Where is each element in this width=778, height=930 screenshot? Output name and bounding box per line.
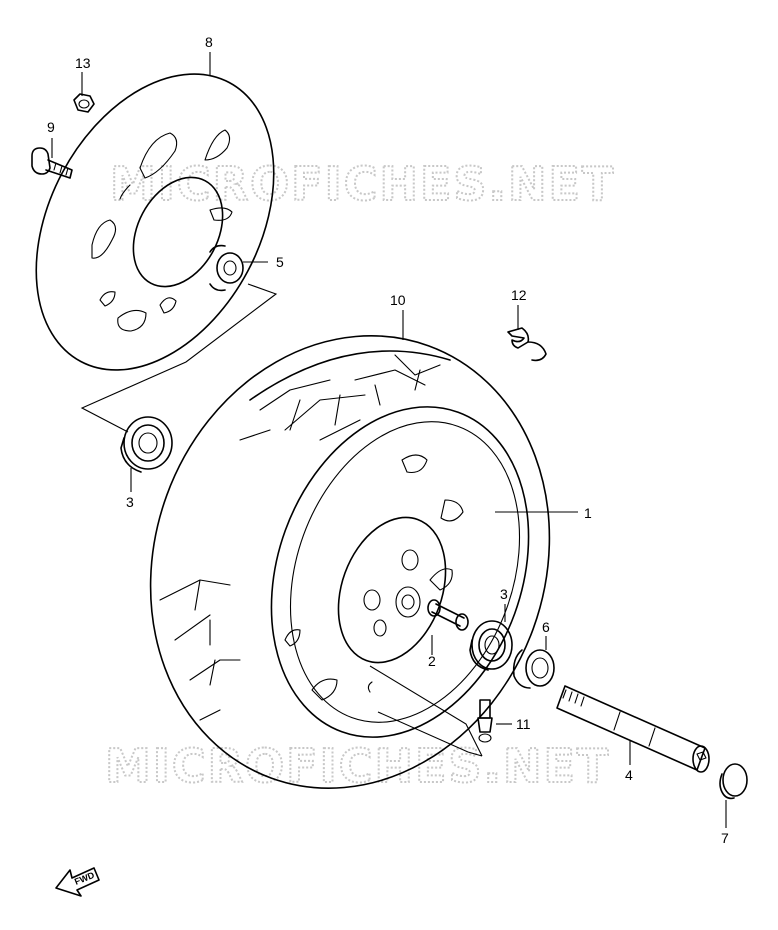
callout-5: 5 xyxy=(276,254,284,270)
brake-disc xyxy=(35,73,275,371)
fwd-arrow-icon: FWD xyxy=(55,867,100,897)
clip xyxy=(507,327,547,362)
disc-nut xyxy=(73,93,95,113)
callout-1: 1 xyxy=(584,505,592,521)
bearing-left xyxy=(120,416,173,473)
front-wheel xyxy=(149,335,551,789)
callout-3-right: 3 xyxy=(500,586,508,602)
callout-6: 6 xyxy=(542,619,550,635)
axle-collar xyxy=(512,649,555,689)
hub-spacer xyxy=(427,599,469,631)
callout-10: 10 xyxy=(390,292,406,308)
leader-lines xyxy=(51,52,727,828)
tire-valve xyxy=(477,699,493,743)
callout-7: 7 xyxy=(721,830,729,846)
callout-4: 4 xyxy=(625,767,633,783)
watermark-bottom: MICROFICHES.NET xyxy=(105,739,610,793)
axle-cap xyxy=(719,763,748,800)
front-axle xyxy=(556,685,710,773)
callout-8: 8 xyxy=(205,34,213,50)
fwd-label: FWD xyxy=(73,870,96,887)
callout-12: 12 xyxy=(511,287,527,303)
callout-11: 11 xyxy=(516,716,531,732)
watermark-top: MICROFICHES.NET xyxy=(110,157,615,211)
callout-9: 9 xyxy=(47,119,55,135)
callout-3-left: 3 xyxy=(126,494,134,510)
disc-bolt xyxy=(31,147,73,179)
callout-13: 13 xyxy=(75,55,91,71)
callout-2: 2 xyxy=(428,653,436,669)
callouts: 8 13 9 5 10 12 1 3 3 6 2 11 4 7 xyxy=(47,34,729,846)
disc-spacer xyxy=(209,244,244,292)
bearing-right xyxy=(469,620,513,671)
